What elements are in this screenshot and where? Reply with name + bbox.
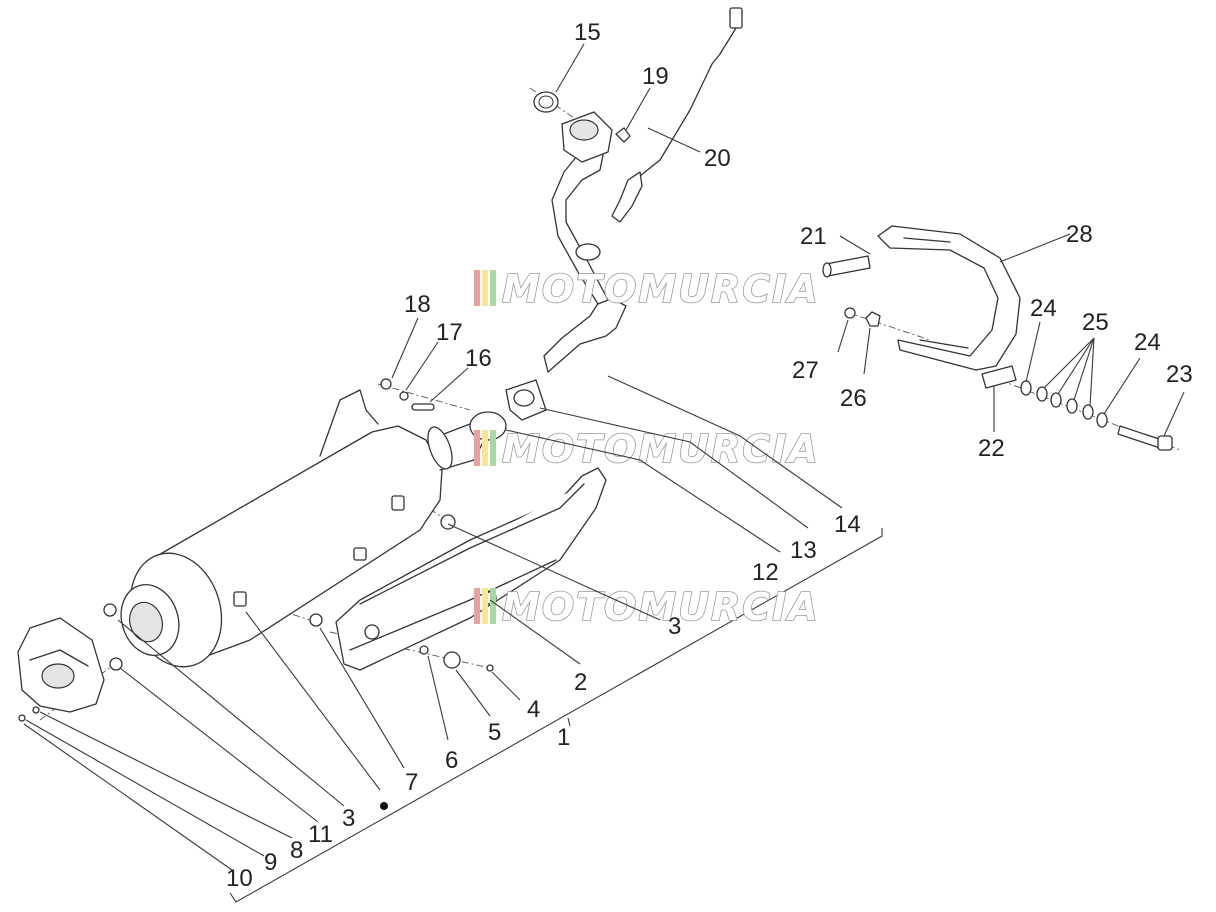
- heat-shield: [335, 467, 607, 671]
- callout-24-left: 24: [1030, 295, 1057, 322]
- callout-18: 18: [404, 291, 431, 318]
- lambda-sensor: [611, 7, 743, 223]
- watermark-middle: MOTOMURCIA: [474, 426, 820, 472]
- exhaust-pipe: [543, 111, 627, 373]
- callout-24-right: 24: [1134, 329, 1161, 356]
- callout-22: 22: [978, 435, 1005, 462]
- assembly-bracket: [229, 528, 883, 903]
- watermark-stripe: [482, 430, 488, 466]
- callout-7: 7: [405, 769, 418, 796]
- callout-11: 11: [308, 821, 333, 848]
- clamps: [469, 379, 547, 441]
- callout-3: 3: [342, 805, 355, 832]
- callout-21: 21: [800, 223, 827, 250]
- watermark-bottom: MOTOMURCIA: [474, 584, 820, 630]
- callout-5: 5: [488, 719, 501, 746]
- callout-13: 13: [790, 537, 817, 564]
- callout-23: 23: [1166, 361, 1193, 388]
- callout-26: 26: [840, 385, 867, 412]
- watermark-stripe: [474, 430, 480, 466]
- callout-1: 1: [557, 724, 570, 751]
- leader-lines: [23, 43, 1185, 871]
- watermark-text: MOTOMURCIA: [502, 267, 820, 311]
- watermark-stripe: [474, 588, 480, 624]
- callout-27: 27: [792, 357, 819, 384]
- fasteners: [103, 378, 494, 672]
- callouts: 1 2 3 3 4 5 6 7 8 9 10 11 12 13 14 15 16…: [226, 19, 1193, 892]
- watermark-text: MOTOMURCIA: [502, 427, 820, 471]
- callout-8: 8: [290, 837, 303, 864]
- callout-4: 4: [527, 696, 540, 723]
- watermark-stripe: [482, 588, 488, 624]
- assembly-dot: [380, 802, 388, 810]
- gasket-and-nut: [533, 91, 631, 143]
- watermark-top: MOTOMURCIA: [474, 266, 820, 312]
- callout-25: 25: [1082, 309, 1109, 336]
- support-bracket: [822, 225, 1173, 451]
- end-cap: [17, 617, 105, 722]
- muffler: [120, 389, 485, 668]
- watermark-stripe: [490, 588, 496, 624]
- callout-10: 10: [226, 865, 253, 892]
- callout-14: 14: [834, 511, 861, 538]
- callout-3-secondary: 3: [668, 613, 681, 640]
- callout-16: 16: [465, 345, 492, 372]
- callout-28: 28: [1066, 221, 1093, 248]
- callout-20: 20: [704, 145, 731, 172]
- callout-15: 15: [574, 19, 601, 46]
- watermark-stripe: [474, 270, 480, 306]
- watermark-stripe: [482, 270, 488, 306]
- callout-9: 9: [264, 849, 277, 876]
- callout-2: 2: [574, 669, 587, 696]
- callout-12: 12: [752, 559, 779, 586]
- watermark-stripe: [490, 270, 496, 306]
- callout-6: 6: [445, 747, 458, 774]
- callout-17: 17: [436, 319, 463, 346]
- watermark-stripe: [490, 430, 496, 466]
- callout-19: 19: [642, 63, 669, 90]
- watermark-text: MOTOMURCIA: [502, 585, 820, 629]
